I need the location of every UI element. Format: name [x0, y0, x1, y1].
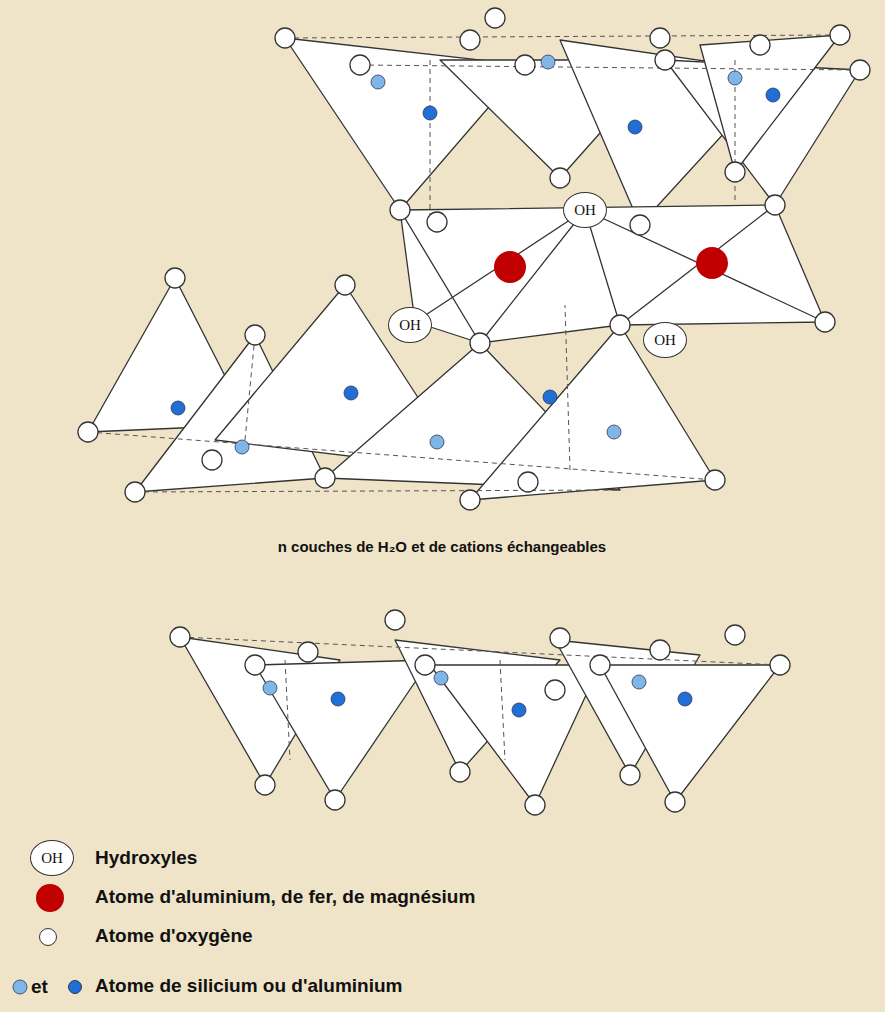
- hydroxyl-text: OH: [574, 202, 596, 219]
- legend-swatch: [68, 980, 82, 994]
- interlayer-label: n couches de H₂O et de cations échangeab…: [278, 538, 606, 555]
- legend-connector-word: et: [31, 976, 48, 998]
- legend-text: Atome de silicium ou d'aluminium: [95, 975, 403, 997]
- hydroxyl-text: OH: [399, 317, 421, 334]
- hydroxyl-circle: OH: [388, 307, 432, 343]
- hydroxyl-circle: OH: [563, 192, 607, 228]
- hydroxyl-text: OH: [654, 332, 676, 349]
- legend-swatch: [36, 884, 64, 912]
- legend-text: Atome d'oxygène: [95, 925, 253, 947]
- hydroxyl-circle: OH: [30, 840, 74, 876]
- hydroxyl-text: OH: [41, 850, 63, 867]
- legend-text: Hydroxyles: [95, 847, 197, 869]
- legend-swatch: [39, 928, 57, 946]
- hydroxyl-circle: OH: [643, 322, 687, 358]
- legend-text: Atome d'aluminium, de fer, de magnésium: [95, 886, 475, 908]
